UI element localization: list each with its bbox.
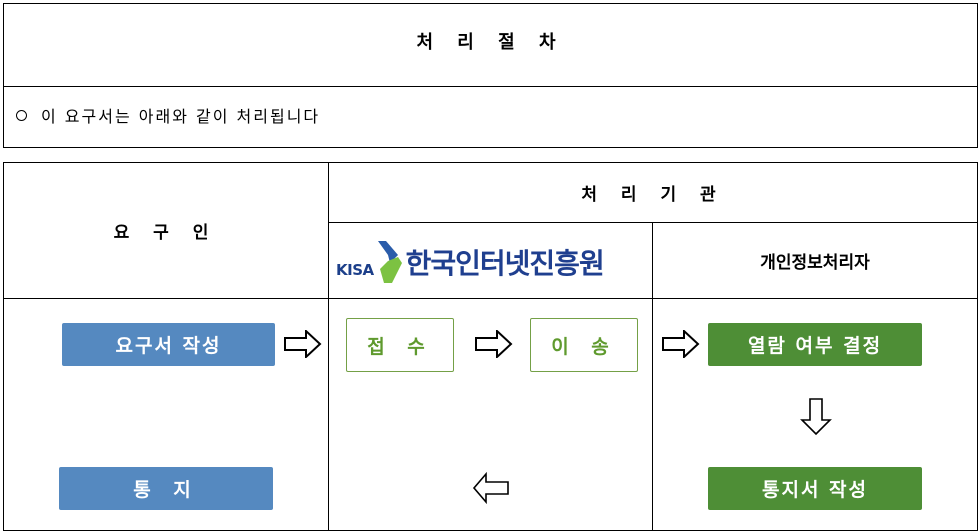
divider — [328, 162, 329, 531]
divider — [652, 222, 653, 531]
flow-table — [3, 162, 978, 531]
right-arrow-icon — [662, 330, 700, 358]
step-decide-access[interactable]: 열람 여부 결정 — [708, 323, 922, 366]
kisa-logo: KISA 한국인터넷진흥원 — [336, 234, 605, 290]
step-receive[interactable]: 접 수 — [346, 318, 454, 372]
column-header-requester: 요 구 인 — [113, 222, 218, 243]
step-transfer[interactable]: 이 송 — [530, 318, 638, 372]
step-write-notice[interactable]: 통지서 작성 — [708, 467, 922, 510]
divider — [3, 86, 978, 87]
notice-text: 이 요구서는 아래와 같이 처리됩니다 — [41, 107, 321, 126]
circle-icon — [16, 109, 27, 121]
notice-line: 이 요구서는 아래와 같이 처리됩니다 — [16, 103, 320, 127]
kisa-logo-name: 한국인터넷진흥원 — [405, 247, 605, 280]
procedure-header-table — [3, 3, 978, 148]
section-title: 처 리 절 차 — [416, 32, 565, 53]
divider — [3, 298, 978, 299]
step-notify[interactable]: 통 지 — [59, 467, 273, 510]
kisa-chevron-icon — [377, 241, 402, 283]
kisa-logo-abbrev: KISA — [336, 261, 374, 279]
down-arrow-icon — [800, 398, 832, 436]
step-write-request[interactable]: 요구서 작성 — [62, 323, 275, 366]
divider — [328, 222, 978, 223]
right-arrow-icon — [475, 330, 513, 358]
column-header-controller: 개인정보처리자 — [760, 252, 870, 273]
column-header-processing-org: 처 리 기 관 — [581, 184, 725, 205]
left-arrow-icon — [472, 472, 509, 504]
right-arrow-icon — [284, 330, 322, 358]
